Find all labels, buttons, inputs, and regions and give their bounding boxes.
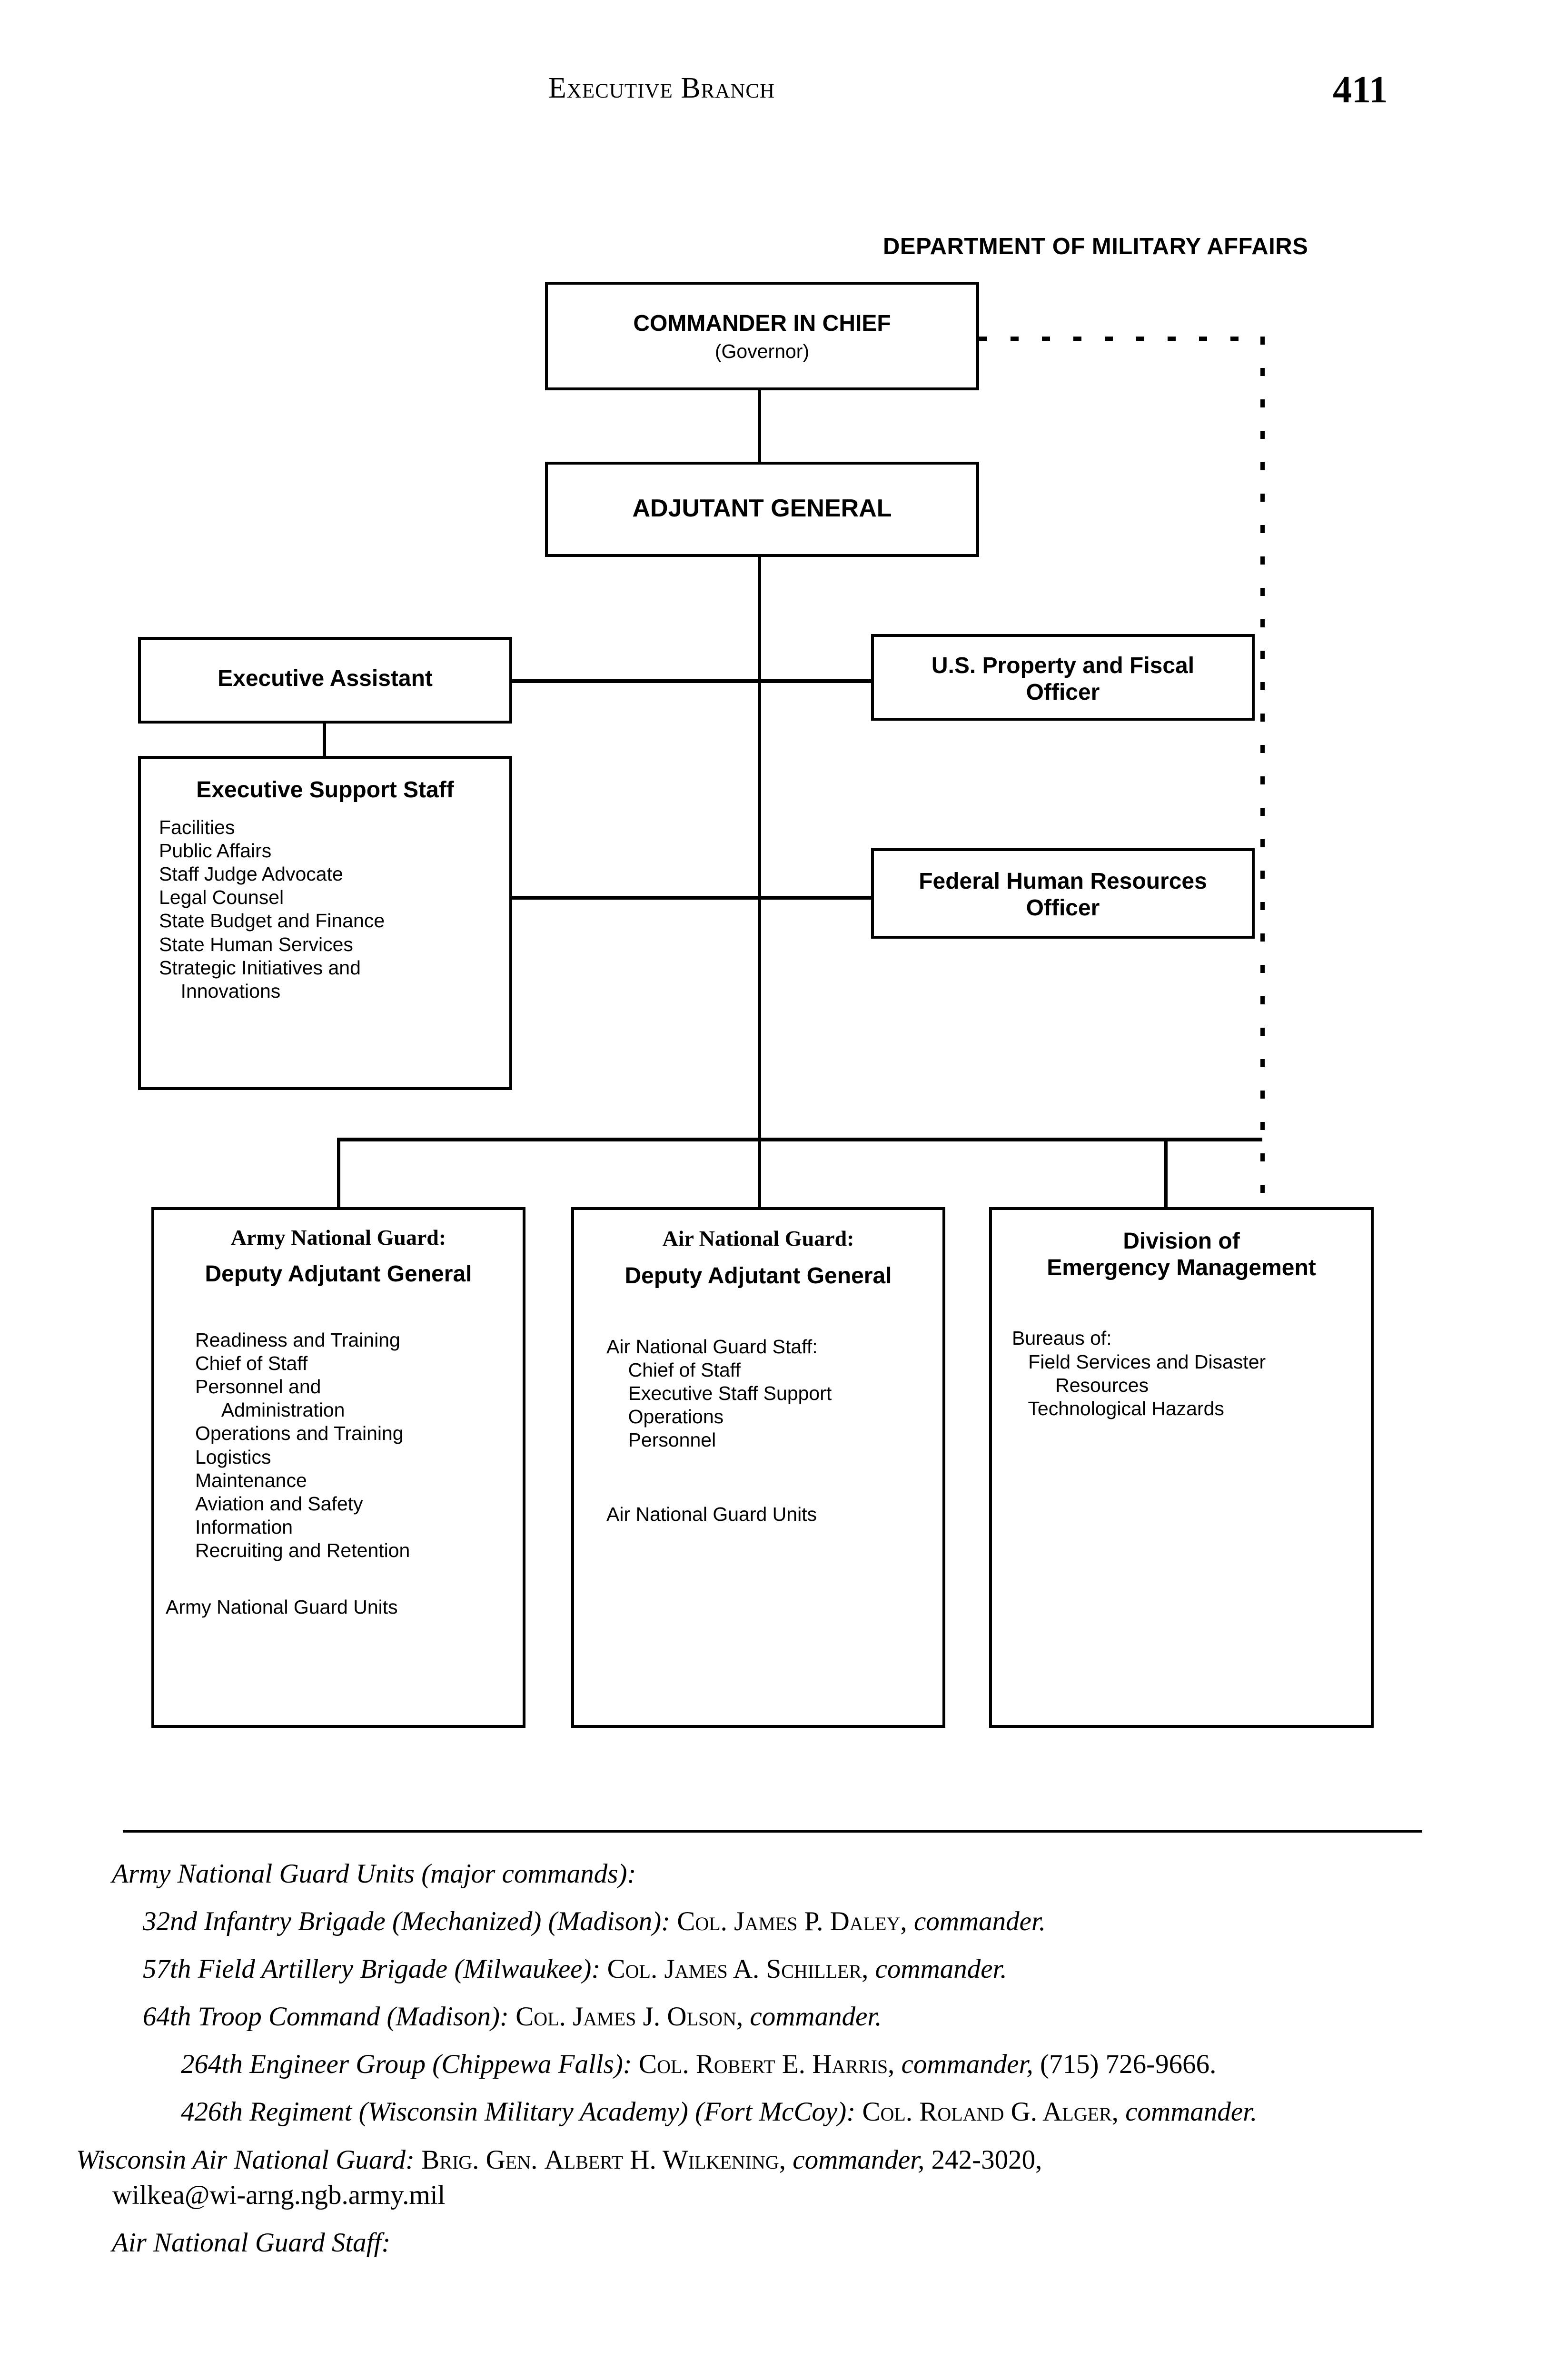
unit-commander: Robert E. Harris,	[695, 2049, 895, 2080]
unit-rank: Col.	[862, 2097, 913, 2127]
unit-commander: James J. Olson,	[573, 2002, 743, 2032]
air-guard-label: Wisconsin Air National Guard:	[76, 2144, 415, 2175]
air-national-guard-footer: Air National Guard Units	[606, 1503, 817, 1525]
unit-rank: Col.	[607, 1954, 658, 1984]
commander-in-chief-title: COMMANDER IN CHIEF	[633, 311, 891, 336]
commander-in-chief-subtitle: (Governor)	[714, 340, 810, 362]
box-commander-in-chief: COMMANDER IN CHIEF (Governor)	[545, 282, 979, 390]
box-adjutant-general: ADJUTANT GENERAL	[545, 462, 979, 557]
unit-phone: (715) 726-9666.	[1040, 2049, 1217, 2080]
box-us-property-fiscal-officer: U.S. Property and Fiscal Officer	[871, 634, 1255, 721]
box-air-national-guard: Air National Guard: Deputy Adjutant Gene…	[571, 1207, 945, 1728]
box-executive-assistant: Executive Assistant	[138, 637, 512, 724]
unit-entry: 32nd Infantry Brigade (Mechanized) (Madi…	[143, 1904, 1546, 1939]
unit-rank: Col.	[639, 2049, 689, 2080]
connector-ess-to-fhr	[509, 896, 874, 900]
executive-support-staff-title: Executive Support Staff	[196, 777, 454, 803]
unit-name: 264th Engineer Group (Chippewa Falls):	[181, 2049, 632, 2080]
dashed-connector-horizontal	[979, 337, 1265, 341]
unit-role: commander.	[1125, 2097, 1258, 2127]
air-guard-role: commander,	[793, 2144, 925, 2175]
executive-assistant-title: Executive Assistant	[218, 666, 433, 691]
connector-cic-to-ag	[758, 389, 761, 463]
connector-ea-to-ess	[323, 723, 326, 759]
unit-rank: Col.	[515, 2002, 566, 2032]
connector-drop-air	[758, 1138, 761, 1209]
air-guard-rank: Brig. Gen.	[421, 2144, 538, 2175]
connector-ag-spine	[758, 557, 761, 1140]
unit-role: commander,	[901, 2049, 1033, 2080]
page-number: 411	[1333, 69, 1388, 111]
page-header: Executive Branch 411	[0, 69, 1546, 129]
unit-commander: James P. Daley,	[734, 1906, 907, 1937]
connector-drop-army	[337, 1138, 340, 1209]
unit-entry: 57th Field Artillery Brigade (Milwaukee)…	[143, 1952, 1546, 1987]
dashed-connector-vertical	[1260, 337, 1265, 1205]
air-guard-email: wilkea@wi-arng.ngb.army.mil	[112, 2180, 446, 2210]
army-national-guard-title: Deputy Adjutant General	[205, 1261, 472, 1287]
page-title-text: Executive Branch	[548, 72, 775, 104]
connector-distribution-bar	[337, 1138, 1262, 1141]
unit-name: 57th Field Artillery Brigade (Milwaukee)…	[143, 1954, 601, 1984]
box-federal-hr-officer: Federal Human Resources Officer	[871, 848, 1255, 939]
executive-support-staff-items: Facilities Public Affairs Staff Judge Ad…	[159, 816, 385, 1002]
section-divider	[123, 1830, 1422, 1833]
connector-ea-to-usp	[509, 679, 874, 683]
air-guard-phone: 242-3020,	[931, 2144, 1042, 2175]
unit-entry: 264th Engineer Group (Chippewa Falls): C…	[181, 2047, 1546, 2082]
unit-name: 64th Troop Command (Madison):	[143, 2002, 509, 2032]
box-executive-support-staff: Executive Support Staff Facilities Publi…	[138, 756, 512, 1090]
us-property-fiscal-officer-title: U.S. Property and Fiscal Officer	[931, 653, 1195, 705]
emergency-management-items: Bureaus of: Field Services and Disaster …	[1012, 1327, 1266, 1419]
unit-rank: Col.	[677, 1906, 727, 1937]
unit-entry: 426th Regiment (Wisconsin Military Acade…	[181, 2094, 1546, 2130]
air-national-guard-heading: Air National Guard:	[662, 1226, 854, 1250]
air-guard-commander: Albert H. Wilkening,	[544, 2144, 786, 2175]
unit-commander: James A. Schiller,	[664, 1954, 869, 1984]
unit-name: 426th Regiment (Wisconsin Military Acade…	[181, 2097, 856, 2127]
unit-role: commander.	[913, 1906, 1046, 1937]
unit-name: 32nd Infantry Brigade (Mechanized) (Madi…	[143, 1906, 671, 1937]
box-emergency-management: Division of Emergency Management Bureaus…	[989, 1207, 1374, 1728]
unit-commander: Roland G. Alger,	[919, 2097, 1119, 2127]
page-title: Executive Branch	[0, 71, 1323, 105]
box-army-national-guard: Army National Guard: Deputy Adjutant Gen…	[151, 1207, 525, 1728]
connector-drop-emergency	[1164, 1138, 1168, 1209]
air-national-guard-items: Air National Guard Staff: Chief of Staff…	[606, 1335, 832, 1451]
prose-section: Army National Guard Units (major command…	[0, 1856, 1546, 2261]
federal-hr-officer-title: Federal Human Resources Officer	[919, 869, 1207, 921]
adjutant-general-title: ADJUTANT GENERAL	[632, 495, 892, 522]
air-guard-entry: Wisconsin Air National Guard: Brig. Gen.…	[76, 2142, 1546, 2213]
army-national-guard-items: Readiness and Training Chief of Staff Pe…	[195, 1329, 410, 1562]
air-staff-heading: Air National Guard Staff:	[112, 2227, 391, 2258]
army-units-heading: Army National Guard Units (major command…	[112, 1859, 636, 1889]
emergency-management-title: Division of Emergency Management	[1047, 1229, 1316, 1280]
unit-role: commander.	[750, 2002, 882, 2032]
unit-entry: 64th Troop Command (Madison): Col. James…	[143, 1999, 1546, 2034]
org-chart: DEPARTMENT OF MILITARY AFFAIRS COMMANDER…	[138, 234, 1374, 1728]
chart-title: DEPARTMENT OF MILITARY AFFAIRS	[883, 234, 1308, 259]
unit-role: commander.	[875, 1954, 1007, 1984]
air-national-guard-title: Deputy Adjutant General	[624, 1263, 892, 1289]
army-national-guard-heading: Army National Guard:	[230, 1225, 446, 1250]
army-national-guard-footer: Army National Guard Units	[166, 1596, 398, 1618]
